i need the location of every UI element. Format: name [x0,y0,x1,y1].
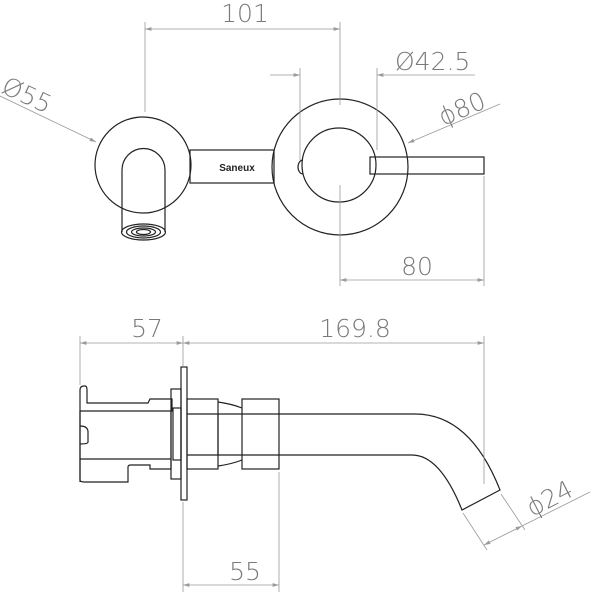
dim-101: 101 [221,0,269,28]
dim-line-55-dia [0,95,97,143]
brand-label: Saneux [219,163,255,174]
spout-rosette [94,116,192,214]
collar-sleeve [241,398,280,470]
dim-24-dia: ϕ24 [522,475,578,523]
lever-handle [369,156,485,175]
dim-80: 80 [401,252,433,281]
backplate-bar [189,149,275,184]
dim-55: 55 [229,557,261,586]
dim-line-24-dia [483,525,523,546]
collar-nut [186,398,219,470]
handle-knob [301,127,377,203]
front-view-dimensions: 101 Ø42.5 Ø55 ϕ80 80 [0,0,501,286]
valve-body-top [79,385,173,482]
valve-body-bottom [79,459,172,483]
handle-stop [297,159,304,175]
dim-42-5: Ø42.5 [395,47,470,76]
spout-body [121,147,166,232]
dim-80-dia: ϕ80 [434,86,490,132]
side-view-dimensions: 57 169.8 55 ϕ24 [79,314,591,592]
wall-flange [180,366,188,501]
front-view: Saneux [94,98,485,241]
side-view [79,366,501,511]
spout-tube [187,413,501,511]
dim-55-dia: Ø55 [0,71,56,119]
dim-169-8: 169.8 [319,314,391,343]
dim-line-80-dia [407,103,501,144]
dim-57: 57 [131,314,163,343]
aerator-icon [120,223,167,241]
